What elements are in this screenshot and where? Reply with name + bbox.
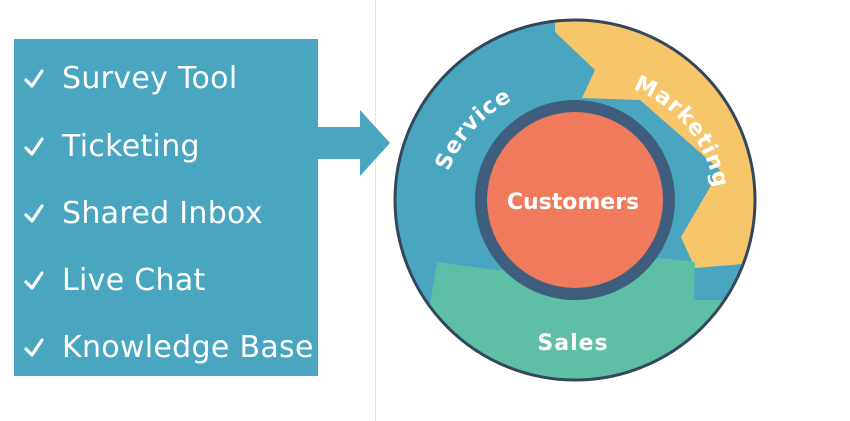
right-arrow-icon <box>318 110 390 176</box>
check-mark-icon <box>24 338 44 357</box>
sales-label: Sales <box>537 331 608 356</box>
customers-label: Customers <box>507 190 639 215</box>
vertical-divider <box>375 0 376 421</box>
feature-checklist-panel: Survey Tool Ticketing Shared Inbox Live … <box>14 39 318 376</box>
check-mark-icon <box>24 137 44 156</box>
checklist-item-live-chat: Live Chat <box>14 261 318 301</box>
checklist-item-shared-inbox: Shared Inbox <box>14 194 318 234</box>
checklist-item-label: Shared Inbox <box>62 196 263 231</box>
flywheel-outline <box>393 18 757 382</box>
customers-core <box>487 112 663 288</box>
sales-segment <box>395 258 755 380</box>
check-mark-icon <box>24 69 44 88</box>
check-mark-icon <box>24 271 44 290</box>
checklist-item-label: Knowledge Base <box>62 330 314 365</box>
checklist-item-knowledge-base: Knowledge Base <box>14 328 318 368</box>
flywheel-diagram: Customers Service Marketing Sales <box>393 18 757 382</box>
checklist-item-survey-tool: Survey Tool <box>14 59 318 99</box>
checklist-item-label: Survey Tool <box>62 61 238 96</box>
checklist-item-label: Live Chat <box>62 263 206 298</box>
checklist-item-ticketing: Ticketing <box>14 127 318 167</box>
check-mark-icon <box>24 204 44 223</box>
checklist-item-label: Ticketing <box>62 129 200 164</box>
